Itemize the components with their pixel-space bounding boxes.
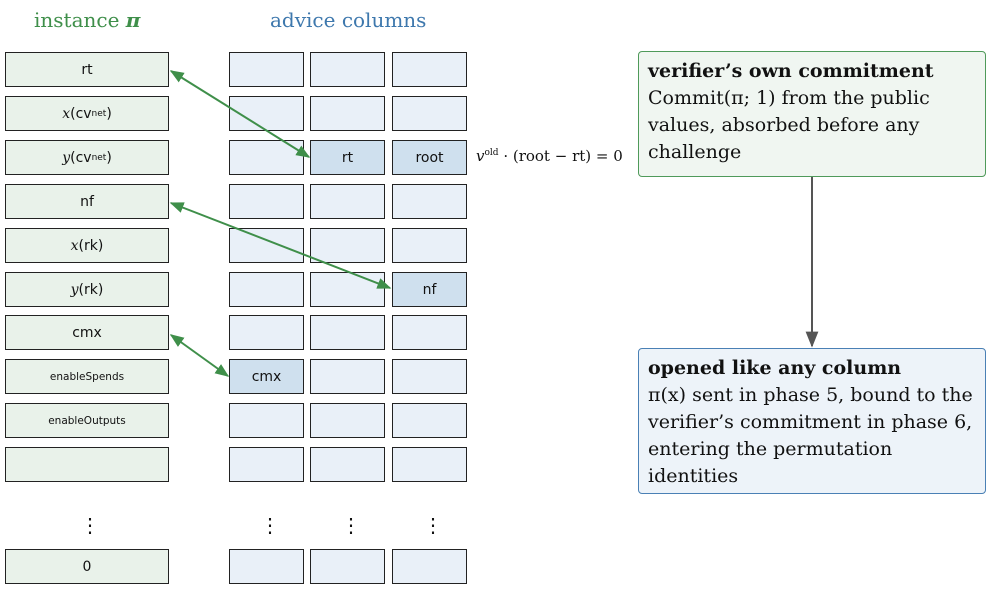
verifier-commitment-box: verifier’s own commitment Commit(π; 1) f… (638, 51, 986, 177)
advice-cell-label: cmx (251, 368, 282, 385)
instance-cell-sup: net (91, 152, 107, 163)
advice-cell-rt: rt (310, 140, 385, 175)
instance-cell-label: 0 (82, 558, 92, 575)
instance-cell-inner: rk (84, 281, 98, 298)
arrow-nf-link (169, 202, 392, 289)
arrow-cmx-link (169, 334, 230, 377)
advice-cell (392, 403, 467, 438)
instance-cell-nf: nf (5, 184, 169, 219)
instance-cell-cmx: cmx (5, 315, 169, 350)
advice-cell (310, 96, 385, 131)
advice-cell (229, 403, 304, 438)
advice-cell (392, 549, 467, 584)
advice-cell (392, 96, 467, 131)
instance-cell-x-rk: x(rk) (5, 228, 169, 263)
advice-cell-cmx: cmx (229, 359, 304, 394)
instance-cell-inner: cv (75, 105, 92, 122)
instance-cell-inner: rk (84, 237, 98, 254)
instance-cell-sup: net (91, 108, 107, 119)
arrow-rt-link (169, 70, 311, 158)
instance-cell-prefix: y (70, 281, 79, 298)
advice-cell (392, 315, 467, 350)
advice-cell-label: nf (422, 281, 437, 298)
opened-column-box: opened like any column π(x) sent in phas… (638, 348, 986, 494)
instance-header-label: instance (34, 8, 120, 32)
instance-cell-last: 0 (5, 549, 169, 584)
instance-cell-enable-outputs: enableOutputs (5, 403, 169, 438)
equation-rest: · (root − rt) = 0 (498, 147, 623, 165)
constraint-equation: vold · (root − rt) = 0 (476, 147, 623, 165)
instance-cell-prefix: x (62, 105, 71, 122)
advice-cell (310, 447, 385, 482)
instance-cell-label: rt (81, 61, 93, 78)
instance-cell-label: enableOutputs (48, 414, 126, 427)
instance-header-symbol: π (125, 8, 141, 32)
opened-column-body: π(x) sent in phase 5, bound to the verif… (648, 384, 973, 487)
verifier-commitment-title: verifier’s own commitment (648, 60, 934, 82)
advice-cell (392, 184, 467, 219)
advice-cell-label: rt (341, 149, 354, 166)
advice-cell (310, 403, 385, 438)
advice-ellipsis-1: ⋮ (260, 513, 280, 537)
advice-cell (392, 52, 467, 87)
advice-cell (310, 549, 385, 584)
advice-cell-root: root (392, 140, 467, 175)
opened-column-title: opened like any column (648, 357, 902, 379)
instance-cell-blank (5, 447, 169, 482)
instance-ellipsis: ⋮ (80, 513, 100, 537)
advice-ellipsis-3: ⋮ (423, 513, 443, 537)
advice-cell (392, 228, 467, 263)
instance-cell-prefix: y (62, 149, 71, 166)
instance-cell-label: nf (80, 193, 94, 210)
advice-cell (392, 359, 467, 394)
advice-ellipsis-2: ⋮ (341, 513, 361, 537)
instance-cell-y-rk: y(rk) (5, 272, 169, 307)
instance-cell-prefix: x (70, 237, 79, 254)
advice-cell-nf: nf (392, 272, 467, 307)
instance-cell-inner: cv (75, 149, 92, 166)
advice-cell (229, 315, 304, 350)
advice-cell (310, 359, 385, 394)
advice-header: advice columns (270, 8, 427, 32)
advice-cell (392, 447, 467, 482)
instance-cell-label: cmx (72, 324, 102, 341)
verifier-commitment-body: Commit(π; 1) from the public values, abs… (648, 87, 930, 163)
equation-superscript: old (484, 148, 499, 158)
instance-cell-rt: rt (5, 52, 169, 87)
instance-cell-label: enableSpends (49, 370, 125, 383)
advice-cell (310, 52, 385, 87)
advice-cell (229, 447, 304, 482)
advice-cell (310, 315, 385, 350)
instance-header: instance π (34, 8, 140, 32)
equation-variable: v (476, 147, 485, 165)
advice-cell (229, 549, 304, 584)
advice-cell-label: root (415, 149, 444, 166)
instance-cell-enable-spends: enableSpends (5, 359, 169, 394)
